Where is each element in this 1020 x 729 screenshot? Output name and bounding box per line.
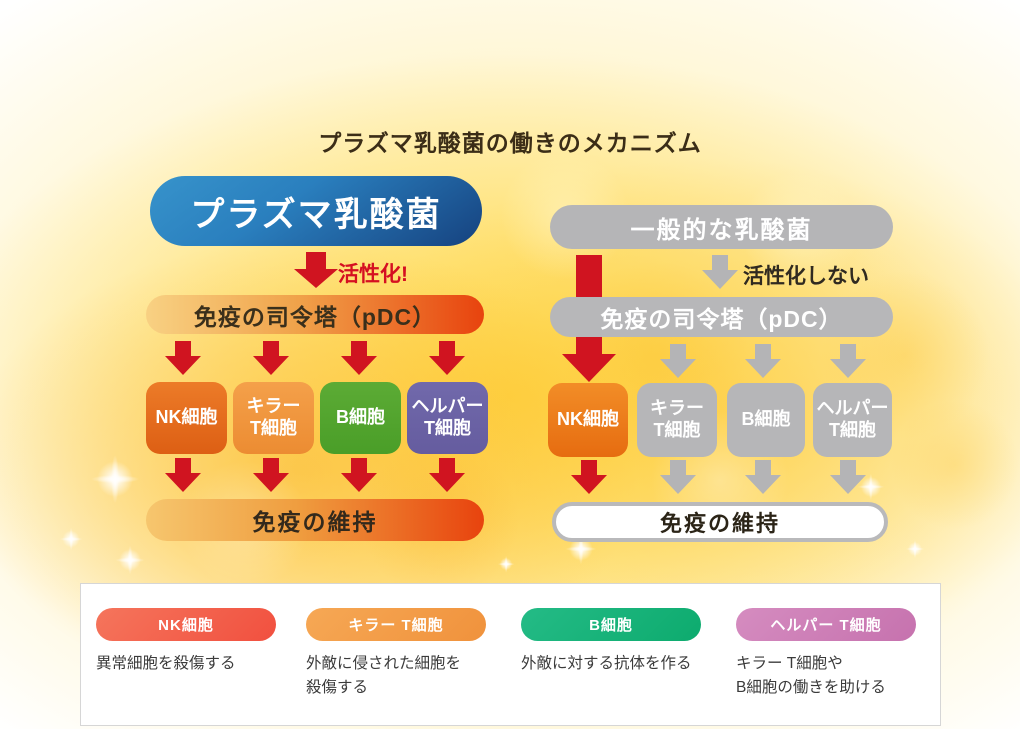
legend-item-nk: NK細胞 異常細胞を殺傷する [96,608,296,676]
flow-arrow [429,458,465,492]
legend-item-killer-t: キラー T細胞 外敵に侵された細胞を 殺傷する [306,608,506,700]
cell-nk-left: NK細胞 [146,382,227,454]
cell-helper-t-left: ヘルパー T細胞 [407,382,488,454]
no-activation-arrow [702,255,738,289]
legend-box: NK細胞 異常細胞を殺傷する キラー T細胞 外敵に侵された細胞を 殺傷する B… [80,583,941,726]
activation-arrow [294,252,338,288]
flow-arrow [253,341,289,375]
legend-pill-killer-t: キラー T細胞 [306,608,486,641]
result-pill-left: 免疫の維持 [146,499,484,541]
legend-pill-nk: NK細胞 [96,608,276,641]
flow-arrow [830,460,866,494]
pdc-bar-right: 免疫の司令塔（pDC） [550,297,893,337]
legend-pill-b: B細胞 [521,608,701,641]
cell-killer-t-right: キラー T細胞 [637,383,717,457]
flow-arrow [165,458,201,492]
legend-description-nk: 異常細胞を殺傷する [96,655,236,672]
legend-description-killer-t: 外敵に侵された細胞を 殺傷する [306,655,462,697]
flow-arrow [165,341,201,375]
result-pill-right: 免疫の維持 [552,502,888,542]
generic-source-pill: 一般的な乳酸菌 [550,205,893,249]
flow-arrow [660,460,696,494]
legend-description-b: 外敵に対する抗体を作る [521,655,692,672]
flow-arrow [253,458,289,492]
flow-arrow [341,458,377,492]
plasma-source-pill: プラズマ乳酸菌 [150,176,482,246]
cell-nk-right: NK細胞 [548,383,628,457]
flow-arrow [660,344,696,378]
cell-b-left: B細胞 [320,382,401,454]
flow-arrow [571,460,607,494]
flow-arrow [745,460,781,494]
page-title: プラズマ乳酸菌の働きのメカニズム [318,130,702,156]
pdc-bar-left: 免疫の司令塔（pDC） [146,295,484,334]
cell-helper-t-right: ヘルパー T細胞 [813,383,892,457]
flow-arrow [830,344,866,378]
no-activation-label: 活性化しない [743,265,869,288]
legend-pill-helper-t: ヘルパー T細胞 [736,608,916,641]
legend-description-helper-t: キラー T細胞や B細胞の働きを助ける [736,655,886,697]
legend-item-helper-t: ヘルパー T細胞 キラー T細胞や B細胞の働きを助ける [736,608,936,700]
flow-arrow [429,341,465,375]
cell-killer-t-left: キラー T細胞 [233,382,314,454]
activation-label: 活性化! [338,263,408,286]
legend-item-b: B細胞 外敵に対する抗体を作る [521,608,721,676]
flow-arrow [341,341,377,375]
cell-b-right: B細胞 [727,383,805,457]
flow-arrow [745,344,781,378]
